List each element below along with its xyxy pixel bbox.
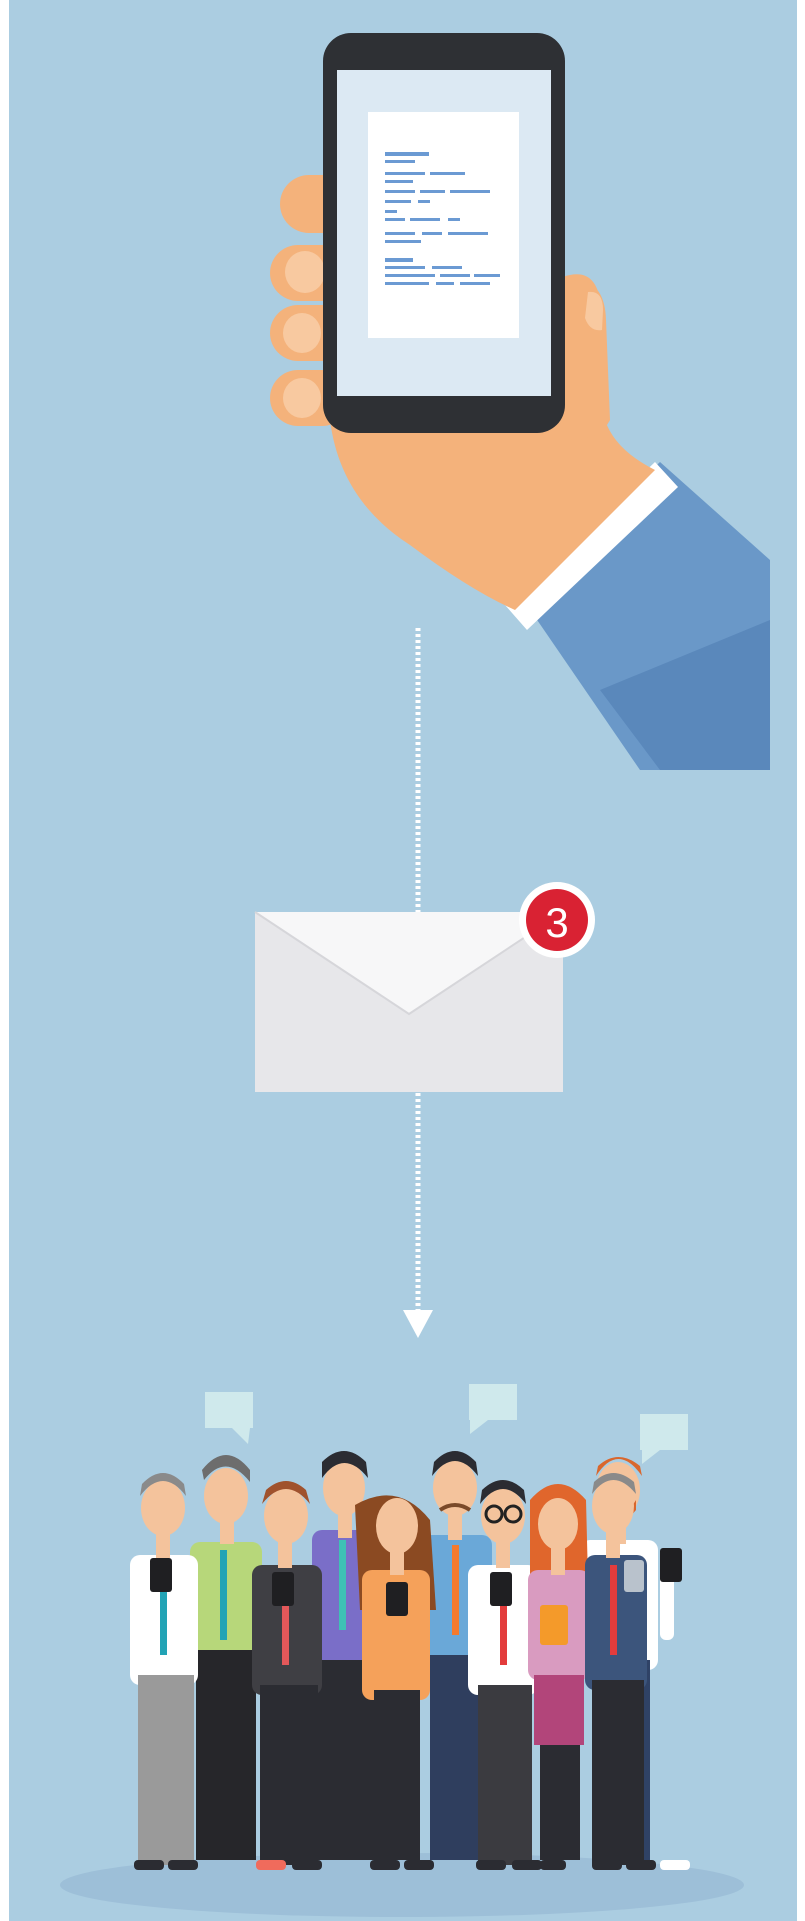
- fingernail: [285, 251, 325, 293]
- message-document: [368, 112, 519, 338]
- smartphone-icon: [323, 33, 565, 433]
- fingernail: [283, 313, 321, 353]
- envelope-icon: [255, 912, 563, 1092]
- notification-count: 3: [545, 899, 568, 946]
- notification-badge-icon: 3: [519, 882, 595, 958]
- fingernail: [283, 378, 321, 418]
- crowd: [130, 1451, 682, 1865]
